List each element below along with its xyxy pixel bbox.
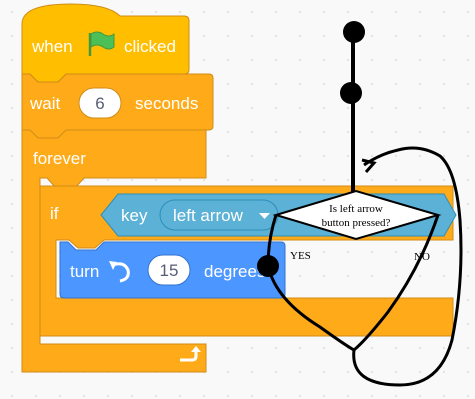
key-label: key bbox=[121, 206, 148, 225]
flow-wait-node bbox=[340, 82, 362, 104]
flow-yes-merge bbox=[266, 265, 355, 352]
turn-label: turn bbox=[70, 262, 99, 281]
turn-degrees-input[interactable] bbox=[147, 254, 191, 286]
flow-loop-arrowhead bbox=[361, 158, 377, 173]
if-label: if bbox=[50, 204, 59, 223]
flow-decision-line2: button pressed? bbox=[322, 217, 391, 229]
wait-seconds-value: 6 bbox=[95, 94, 104, 113]
when-flag-clicked-block[interactable]: when clicked bbox=[21, 3, 190, 83]
flow-no-merge bbox=[353, 214, 440, 352]
flow-yes-label: YES bbox=[290, 250, 311, 262]
flowchart-overlay: Is left arrow button pressed? YES NO bbox=[257, 21, 463, 387]
forever-label: forever bbox=[33, 149, 86, 168]
wait-label: wait bbox=[29, 94, 61, 113]
turn-unit-label: degrees bbox=[204, 262, 265, 281]
turn-block[interactable]: turn 15 degrees bbox=[59, 241, 286, 299]
turn-degrees-value: 15 bbox=[160, 261, 179, 280]
wait-seconds-input[interactable] bbox=[78, 87, 122, 119]
flow-decision-line1: Is left arrow bbox=[329, 203, 383, 215]
forever-block[interactable]: forever bbox=[21, 128, 207, 373]
wait-block[interactable]: wait 6 seconds bbox=[21, 73, 214, 139]
green-flag-icon bbox=[88, 31, 115, 56]
loop-arrow-icon bbox=[180, 346, 201, 362]
flow-loop-back bbox=[352, 146, 463, 387]
flow-start-node bbox=[343, 21, 365, 43]
when-label: when bbox=[31, 37, 73, 56]
dropdown-caret-icon bbox=[259, 213, 270, 219]
rotate-left-icon bbox=[109, 261, 130, 283]
clicked-label: clicked bbox=[124, 37, 176, 56]
key-dropdown-value: left arrow bbox=[173, 206, 244, 225]
key-dropdown[interactable]: left arrow bbox=[159, 199, 279, 231]
wait-unit-label: seconds bbox=[135, 94, 198, 113]
